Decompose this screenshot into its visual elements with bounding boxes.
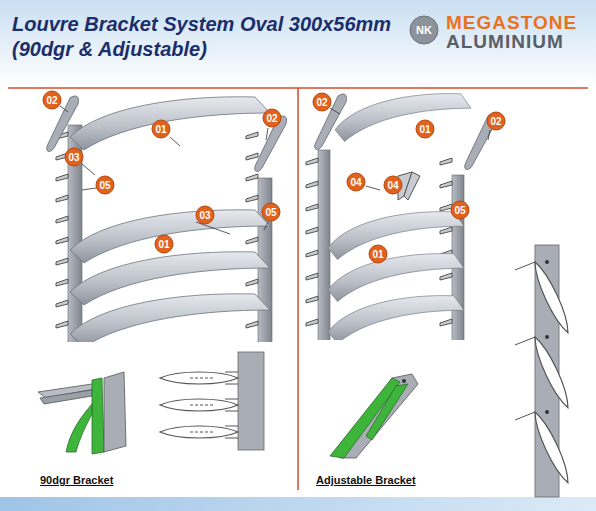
callout-number: 01 (151, 119, 171, 139)
callout-number: 01 (368, 244, 388, 264)
callout-circle (347, 173, 365, 191)
bracket-stroke (56, 258, 68, 265)
callout-circle (152, 120, 170, 138)
callout-circle (451, 201, 469, 219)
callout-text: 05 (261, 202, 281, 222)
callout-number: 02 (486, 111, 506, 131)
callout-circle (313, 93, 331, 111)
callout-text: 02 (42, 90, 62, 110)
callout-number: 03 (64, 147, 84, 167)
callout-text: 05 (450, 200, 470, 220)
part-caption: 90dgr Bracket (40, 474, 113, 486)
bracket-stroke (56, 195, 68, 202)
bracket-stroke (306, 250, 318, 257)
callout-text: 01 (415, 119, 435, 139)
callout-circle (410, 16, 438, 44)
callout-circle (96, 176, 114, 194)
bracket-stroke (246, 195, 258, 202)
callout-text: 01 (154, 234, 174, 254)
bracket-stroke (440, 227, 452, 234)
bracket-stroke (440, 319, 452, 326)
part-caption: Adjustable Bracket (316, 474, 416, 486)
callout-number: 05 (261, 202, 281, 222)
callout-number: 04 (383, 175, 403, 195)
callout-circle (487, 112, 505, 130)
bracket-stroke (246, 279, 258, 286)
bracket-stroke (306, 296, 318, 303)
callout-number: 01 (415, 119, 435, 139)
callout-text: 05 (95, 175, 115, 195)
brand-name: ALUMINIUM (446, 31, 564, 53)
bracket-stroke (246, 237, 258, 244)
bracket-stroke (306, 227, 318, 234)
bracket-stroke (306, 181, 318, 188)
callout-number: 01 (154, 234, 174, 254)
callout-number: 02 (42, 90, 62, 110)
callout-number: 05 (450, 200, 470, 220)
callout-circle (416, 120, 434, 138)
bracket-stroke (56, 321, 68, 328)
callout-circle (262, 203, 280, 221)
bracket-stroke (56, 237, 68, 244)
brand-name: MEGASTONE (446, 12, 577, 34)
callout-text: 02 (312, 92, 332, 112)
callout-circle (384, 176, 402, 194)
callout-text: 04 (346, 172, 366, 192)
bracket-stroke (56, 174, 68, 181)
callout-circle (369, 245, 387, 263)
bracket-stroke (56, 279, 68, 286)
bracket-stroke (440, 273, 452, 280)
callout-circle (155, 235, 173, 253)
callout-text: 04 (383, 175, 403, 195)
logo-badge: NK (409, 15, 439, 45)
bracket-stroke (440, 204, 452, 211)
callout-circle (43, 91, 61, 109)
callout-text: NK (409, 15, 439, 45)
callout-circle (196, 206, 214, 224)
callout-text: 02 (262, 108, 282, 128)
bracket-stroke (56, 216, 68, 223)
callout-number: 02 (312, 92, 332, 112)
bracket-stroke (306, 319, 318, 326)
callout-text: 03 (64, 147, 84, 167)
callout-number: 03 (195, 205, 215, 225)
bracket-stroke (440, 158, 452, 165)
bracket-stroke (306, 273, 318, 280)
bracket-stroke (440, 181, 452, 188)
callout-text: 01 (368, 244, 388, 264)
bracket-stroke (306, 158, 318, 165)
bracket-stroke (246, 174, 258, 181)
callout-circle (263, 109, 281, 127)
callout-number: 04 (346, 172, 366, 192)
callout-text: 03 (195, 205, 215, 225)
callout-text: 01 (151, 119, 171, 139)
callout-number: 02 (262, 108, 282, 128)
callout-text: 02 (486, 111, 506, 131)
callout-circle (65, 148, 83, 166)
bracket-stroke (306, 204, 318, 211)
bracket-stroke (246, 321, 258, 328)
page-title: Louvre Bracket System Oval 300x56mm (90d… (12, 12, 407, 62)
bracket-stroke (56, 300, 68, 307)
callout-number: 05 (95, 175, 115, 195)
bracket-stroke (246, 132, 258, 139)
bracket-stroke (246, 153, 258, 160)
